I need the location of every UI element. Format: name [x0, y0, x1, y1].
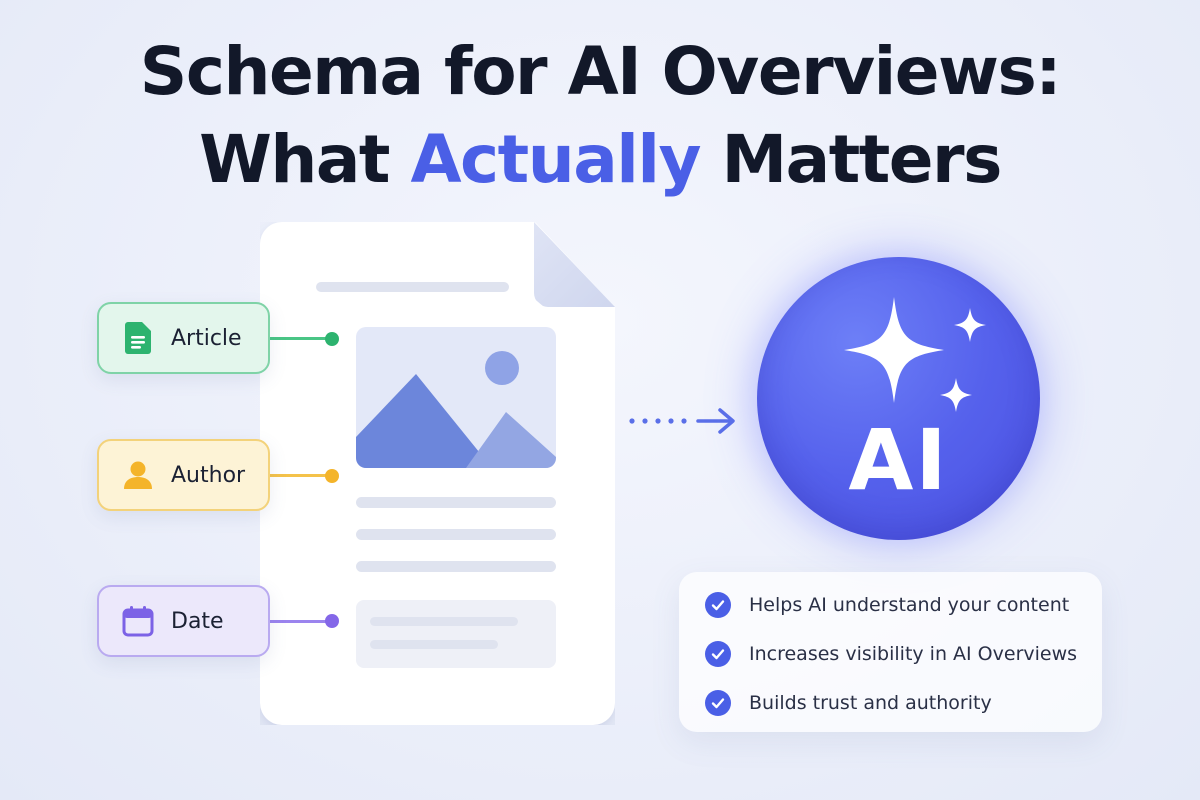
calendar-icon — [121, 604, 155, 638]
check-icon — [705, 690, 731, 716]
benefit-item: Increases visibility in AI Overviews — [705, 639, 1077, 669]
document-text-line — [356, 529, 556, 540]
ai-badge — [757, 257, 1040, 540]
tag-article: Article — [97, 302, 270, 374]
benefit-text: Helps AI understand your content — [749, 594, 1070, 616]
author-connector-dot — [325, 469, 339, 483]
document-image-placeholder — [356, 327, 556, 468]
tag-date: Date — [97, 585, 270, 657]
document-text-block-line — [370, 640, 498, 649]
title-line-2-end: Matters — [700, 121, 1002, 198]
document-text-line — [356, 497, 556, 508]
title-line-2-start: What — [199, 121, 411, 198]
author-connector — [270, 474, 330, 477]
benefit-item: Builds trust and authority — [705, 688, 992, 718]
document-icon — [121, 321, 155, 355]
sparkle-icon — [844, 297, 986, 412]
benefits-panel — [679, 572, 1102, 732]
document-text-block-line — [370, 617, 518, 626]
document-text-line — [356, 561, 556, 572]
tag-article-label: Article — [171, 325, 242, 351]
benefit-text: Increases visibility in AI Overviews — [749, 643, 1078, 665]
title-line-1: Schema for AI Overviews: — [139, 33, 1062, 110]
page-title: Schema for AI Overviews: What Actually M… — [0, 28, 1200, 204]
title-accent-word: Actually — [410, 121, 701, 198]
benefit-text: Builds trust and authority — [749, 692, 992, 714]
tag-author-label: Author — [171, 462, 246, 488]
person-icon — [121, 458, 155, 492]
benefit-item: Helps AI understand your content — [705, 590, 1069, 620]
check-icon — [705, 641, 731, 667]
document-heading-line — [316, 282, 509, 292]
tag-author: Author — [97, 439, 270, 511]
date-connector — [270, 620, 330, 623]
document-text-block — [356, 600, 556, 668]
ai-badge-label: AI — [848, 411, 949, 509]
tag-date-label: Date — [171, 608, 224, 634]
date-connector-dot — [325, 614, 339, 628]
landscape-image-icon — [356, 351, 556, 468]
dotted-arrow-icon — [629, 408, 735, 434]
article-connector — [270, 337, 330, 340]
check-icon — [705, 592, 731, 618]
article-connector-dot — [325, 332, 339, 346]
